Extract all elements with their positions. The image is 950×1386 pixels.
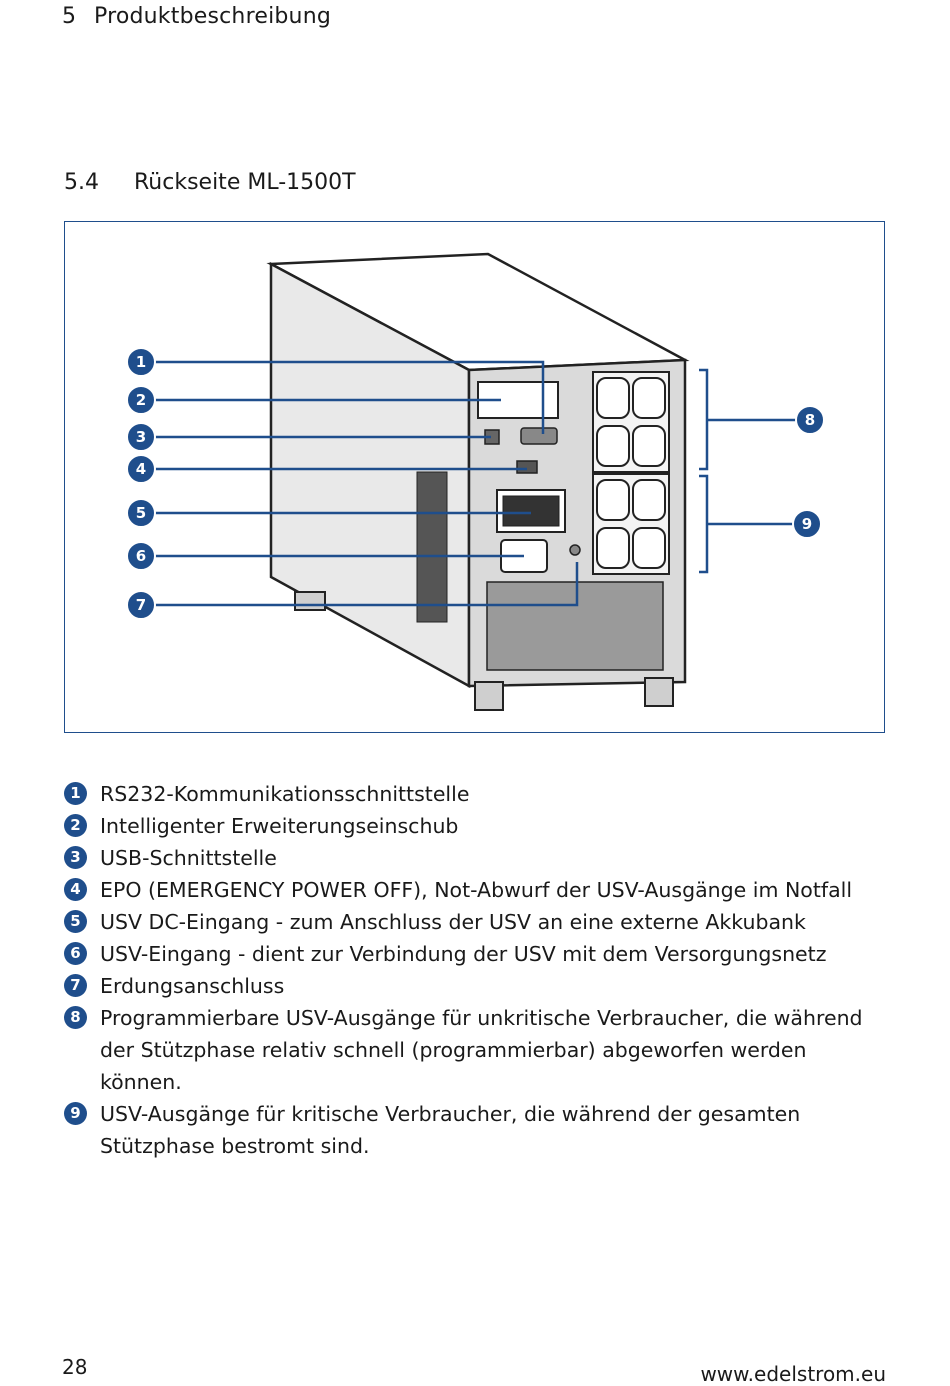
outlet-socket [596,425,630,467]
legend-text: Erdungsanschluss [100,974,285,998]
section-heading: 5.4 Rückseite ML-1500T [64,170,356,195]
legend-text: USV DC-Eingang - zum Anschluss der USV a… [100,910,806,934]
outlet-socket [596,479,630,521]
callout-label: 1 [136,353,146,371]
legend-list: 1 RS232-Kommunikationsschnittstelle 2 Inte… [64,778,894,1162]
outlet-socket [596,377,630,419]
section-number: 5.4 [64,170,99,195]
footer-url: www.edelstrom.eu [700,1362,886,1386]
dc-input-connector [502,495,560,527]
leader-line-1 [141,360,545,434]
legend-item: 5 USV DC-Eingang - zum Anschluss der USV … [64,906,894,938]
bracket-8 [699,368,709,471]
legend-marker: 3 [64,846,87,869]
legend-marker: 4 [64,878,87,901]
legend-marker: 8 [64,1006,87,1029]
section-title: Rückseite ML-1500T [134,170,356,195]
legend-marker: 7 [64,974,87,997]
legend-text: USB-Schnittstelle [100,846,277,870]
legend-item: 9 USV-Ausgänge für kritische Verbraucher,… [64,1098,894,1162]
chapter-number: 5 [62,4,77,29]
legend-item: 7 Erdungsanschluss [64,970,894,1002]
legend-text: EPO (EMERGENCY POWER OFF), Not-Abwurf de… [100,878,853,902]
callout-7: 7 [126,590,156,620]
outlet-socket [596,527,630,569]
ups-foot [294,591,326,611]
ups-foot [644,677,674,707]
legend-marker: 1 [64,782,87,805]
outlet-socket [632,527,666,569]
legend-text: USV-Eingang - dient zur Verbindung der U… [100,942,827,966]
legend-marker: 6 [64,942,87,965]
legend-marker: 5 [64,910,87,933]
legend-marker: 2 [64,814,87,837]
rs232-port [520,427,558,445]
callout-1: 1 [126,347,156,377]
callout-label: 8 [805,411,815,429]
rear-vent-grille [486,581,664,671]
callout-label: 5 [136,504,146,522]
page-number: 28 [62,1355,88,1379]
legend-item: 3 USB-Schnittstelle [64,842,894,874]
legend-marker: 9 [64,1102,87,1125]
legend-text: Programmierbare USV-Ausgänge für unkriti… [100,1006,863,1094]
callout-label: 3 [136,428,146,446]
callout-6: 6 [126,541,156,571]
ups-rear-illustration: 1 2 3 4 5 6 7 8 9 [126,252,825,711]
callout-label: 9 [802,515,812,533]
chapter-title: Produktbeschreibung [94,4,332,29]
legend-item: 2 Intelligenter Erweiterungseinschub [64,810,894,842]
running-header: 5 Produktbeschreibung [62,4,331,29]
outlet-socket [632,425,666,467]
legend-text: RS232-Kommunikationsschnittstelle [100,782,470,806]
callout-4: 4 [126,454,156,484]
outlet-socket [632,479,666,521]
outlet-socket [632,377,666,419]
callout-3: 3 [126,422,156,452]
callout-5: 5 [126,498,156,528]
ground-terminal [569,544,581,556]
callout-2: 2 [126,385,156,415]
bracket-9 [699,474,709,574]
legend-item: 8 Programmierbare USV-Ausgänge für unkrit… [64,1002,894,1098]
leader-line-7 [141,562,579,607]
callout-label: 7 [136,596,146,614]
callout-leaders [141,360,807,607]
callout-8: 8 [795,405,825,435]
ups-foot [474,681,504,711]
side-vent [416,471,448,623]
legend-text: Intelligenter Erweiterungseinschub [100,814,459,838]
epo-port [516,460,538,474]
callout-label: 6 [136,547,146,565]
callout-label: 4 [136,460,146,478]
figure-frame: 1 2 3 4 5 6 7 8 9 [64,221,885,733]
callout-label: 2 [136,391,146,409]
callout-9: 9 [792,509,822,539]
legend-item: 4 EPO (EMERGENCY POWER OFF), Not-Abwurf d… [64,874,894,906]
legend-item: 6 USV-Eingang - dient zur Verbindung der … [64,938,894,970]
legend-item: 1 RS232-Kommunikationsschnittstelle [64,778,894,810]
legend-text: USV-Ausgänge für kritische Verbraucher, … [100,1102,801,1158]
